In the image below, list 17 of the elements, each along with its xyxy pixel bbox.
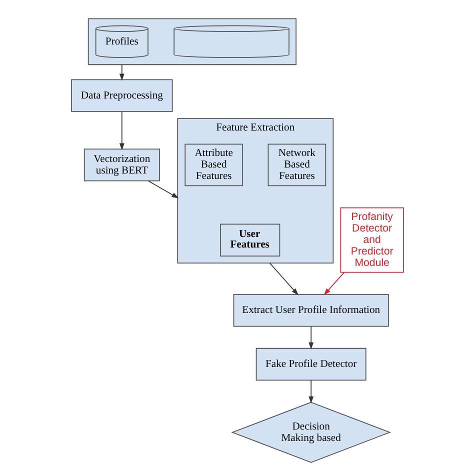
node-diamond: Decision Making based xyxy=(230,402,390,463)
cluster xyxy=(87,18,296,66)
node-box: User Features xyxy=(220,224,280,256)
node-box: Data Preprocessing xyxy=(70,79,172,112)
arrow xyxy=(268,262,298,296)
arrow xyxy=(308,326,314,350)
arrow xyxy=(308,380,314,404)
arrow xyxy=(148,180,178,198)
node-box: Profanity Detector and Predictor Module xyxy=(340,207,404,273)
arrow xyxy=(323,272,344,296)
node-box: Fake Profile Detector xyxy=(255,348,366,381)
node-box: Attribute Based Features xyxy=(184,144,243,186)
node-box: Network Based Features xyxy=(267,144,326,186)
node-box: Vectorization using BERT xyxy=(83,148,160,182)
node-box: Extract User Profile Information xyxy=(232,294,388,327)
arrow xyxy=(118,64,124,81)
arrow xyxy=(118,111,124,150)
